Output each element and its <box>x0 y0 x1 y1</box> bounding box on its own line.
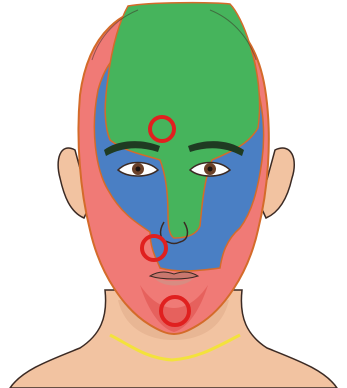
face-diagram <box>0 0 347 388</box>
face-zone-illustration <box>0 0 347 388</box>
